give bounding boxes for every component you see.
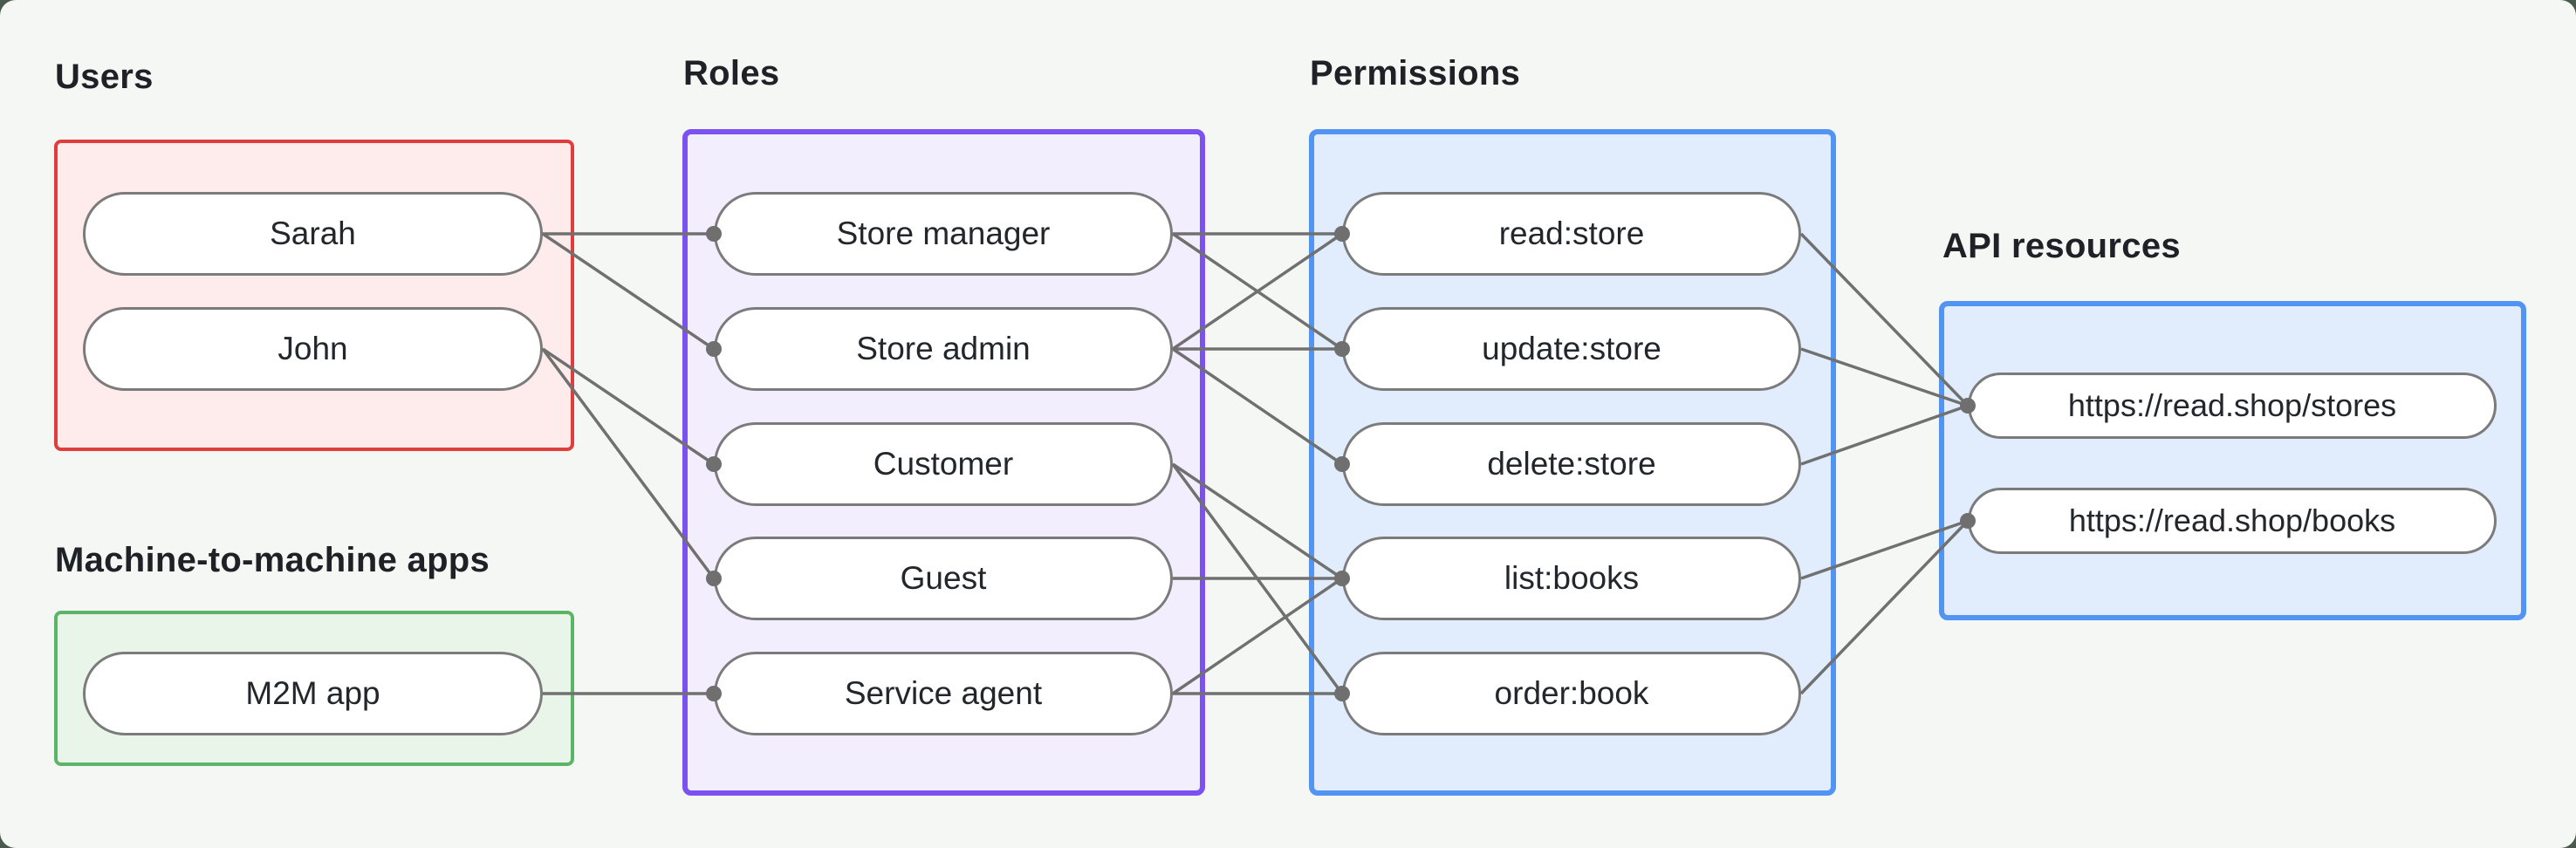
permission-node-order-book: order:book	[1342, 652, 1801, 735]
node-label: M2M app	[245, 675, 380, 711]
m2m-section-label: Machine-to-machine apps	[55, 541, 490, 579]
node-label: Store admin	[856, 331, 1031, 366]
node-label: Sarah	[270, 215, 356, 251]
node-label: read:store	[1498, 215, 1645, 251]
api-node-stores-url: https://read.shop/stores	[1968, 373, 2497, 439]
role-node-guest: Guest	[714, 537, 1173, 620]
users-section-label: Users	[55, 58, 154, 96]
api-node-books-url: https://read.shop/books	[1968, 488, 2497, 554]
api-resources-section-label: API resources	[1942, 227, 2181, 265]
role-node-customer: Customer	[714, 422, 1173, 506]
m2m-node-app: M2M app	[83, 652, 543, 735]
node-label: list:books	[1504, 560, 1640, 596]
role-node-service-agent: Service agent	[714, 652, 1173, 735]
permission-node-list-books: list:books	[1342, 537, 1801, 620]
role-node-store-manager: Store manager	[714, 192, 1173, 276]
permission-node-update-store: update:store	[1342, 307, 1801, 391]
node-label: John	[277, 331, 348, 366]
node-label: Guest	[900, 560, 987, 596]
roles-section-label: Roles	[683, 54, 780, 92]
node-label: Customer	[873, 446, 1014, 482]
role-node-store-admin: Store admin	[714, 307, 1173, 391]
node-label: order:book	[1494, 675, 1649, 711]
api-resources-group-box	[1939, 301, 2526, 620]
permissions-section-label: Permissions	[1310, 54, 1521, 92]
node-label: Store manager	[836, 215, 1051, 251]
node-label: Service agent	[844, 675, 1043, 711]
node-label: update:store	[1482, 331, 1661, 366]
user-node-john: John	[83, 307, 543, 391]
permission-node-delete-store: delete:store	[1342, 422, 1801, 506]
users-group-box	[54, 140, 574, 451]
node-label: https://read.shop/stores	[2067, 387, 2397, 423]
permission-node-read-store: read:store	[1342, 192, 1801, 276]
node-label: https://read.shop/books	[2068, 503, 2396, 538]
node-label: delete:store	[1487, 446, 1656, 482]
user-node-sarah: Sarah	[83, 192, 543, 276]
